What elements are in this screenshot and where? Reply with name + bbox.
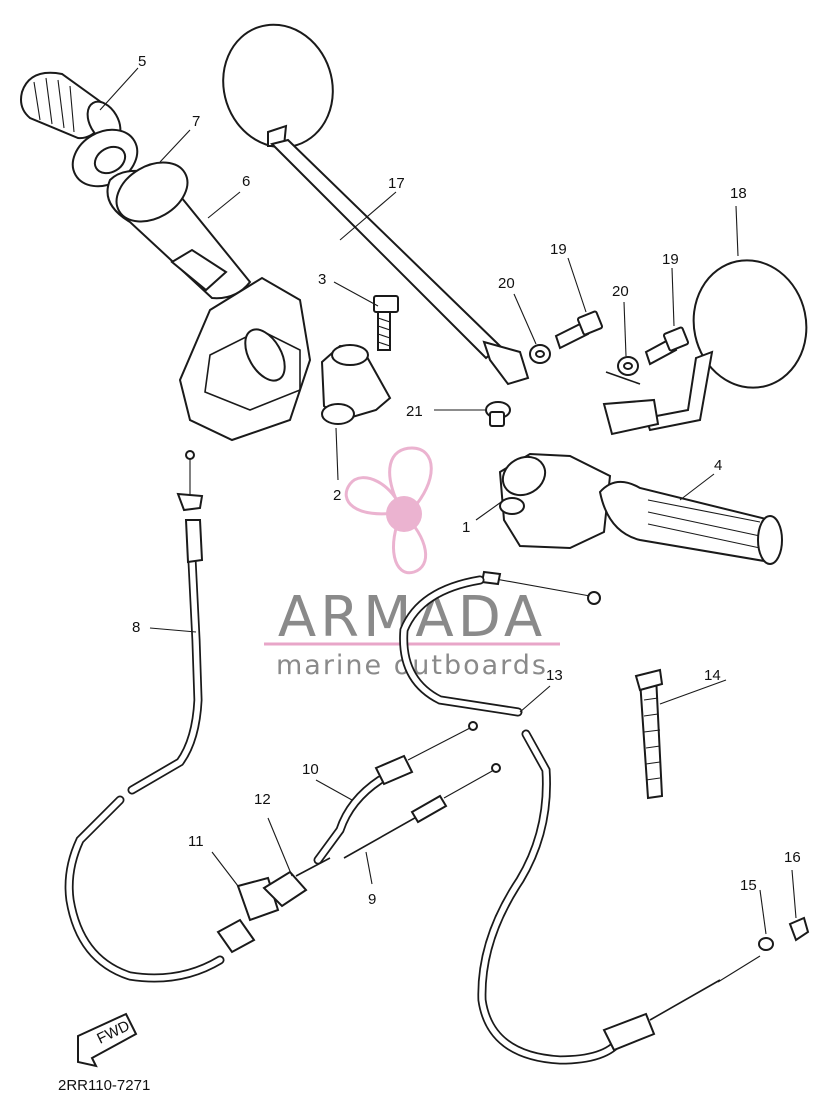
diagram-code: 2RR110-7271: [58, 1077, 150, 1094]
callout-6: 6: [242, 173, 250, 190]
callout-18: 18: [730, 185, 747, 202]
callout-5: 5: [138, 53, 146, 70]
callout-11: 11: [188, 833, 204, 850]
watermark-logo: [344, 446, 433, 575]
callout-20-left: 20: [498, 275, 515, 292]
callout-9: 9: [368, 891, 376, 908]
callout-21: 21: [406, 403, 423, 420]
callout-10: 10: [302, 761, 319, 778]
throttle-housing-part-2: [178, 276, 392, 442]
adjuster-part-12: [262, 857, 331, 908]
strap-part-14: [634, 668, 664, 800]
cable-part-13: [399, 570, 761, 1065]
callout-20-right: 20: [612, 283, 629, 300]
bolt-part-19-right: [644, 326, 690, 366]
callout-16: 16: [784, 849, 801, 866]
callout-19-right: 19: [662, 251, 679, 268]
leader-lines: [99, 67, 797, 935]
callout-15: 15: [740, 877, 757, 894]
callout-7: 7: [192, 113, 200, 130]
clip-part-16: [788, 916, 810, 942]
bolt-part-3: [373, 295, 399, 351]
washer-part-20-left: [529, 344, 551, 364]
callout-14: 14: [704, 667, 721, 684]
callout-12: 12: [254, 791, 271, 808]
callout-13: 13: [546, 667, 563, 684]
bolt-part-19-left: [554, 310, 604, 350]
cable-part-10: [313, 721, 478, 865]
handlebar-tube-part-6: [106, 161, 252, 300]
callout-19-left: 19: [550, 241, 567, 258]
fwd-direction-arrow: FWD: [77, 1012, 138, 1068]
callout-4: 4: [714, 457, 722, 474]
callout-17: 17: [388, 175, 405, 192]
callout-8: 8: [132, 619, 140, 636]
right-housing-part-1: [498, 452, 612, 550]
cable-part-9: [343, 763, 501, 859]
washer-part-15: [758, 937, 774, 951]
mirror-part-18: [602, 259, 808, 436]
callout-3: 3: [318, 271, 326, 288]
washer-part-20-right: [617, 356, 639, 376]
cable-part-8: [64, 450, 225, 983]
callout-1: 1: [462, 519, 470, 536]
mirror-part-17: [222, 23, 530, 386]
right-grip-part-4: [598, 481, 783, 565]
callout-2: 2: [333, 487, 341, 504]
pin-part-21: [485, 401, 511, 427]
